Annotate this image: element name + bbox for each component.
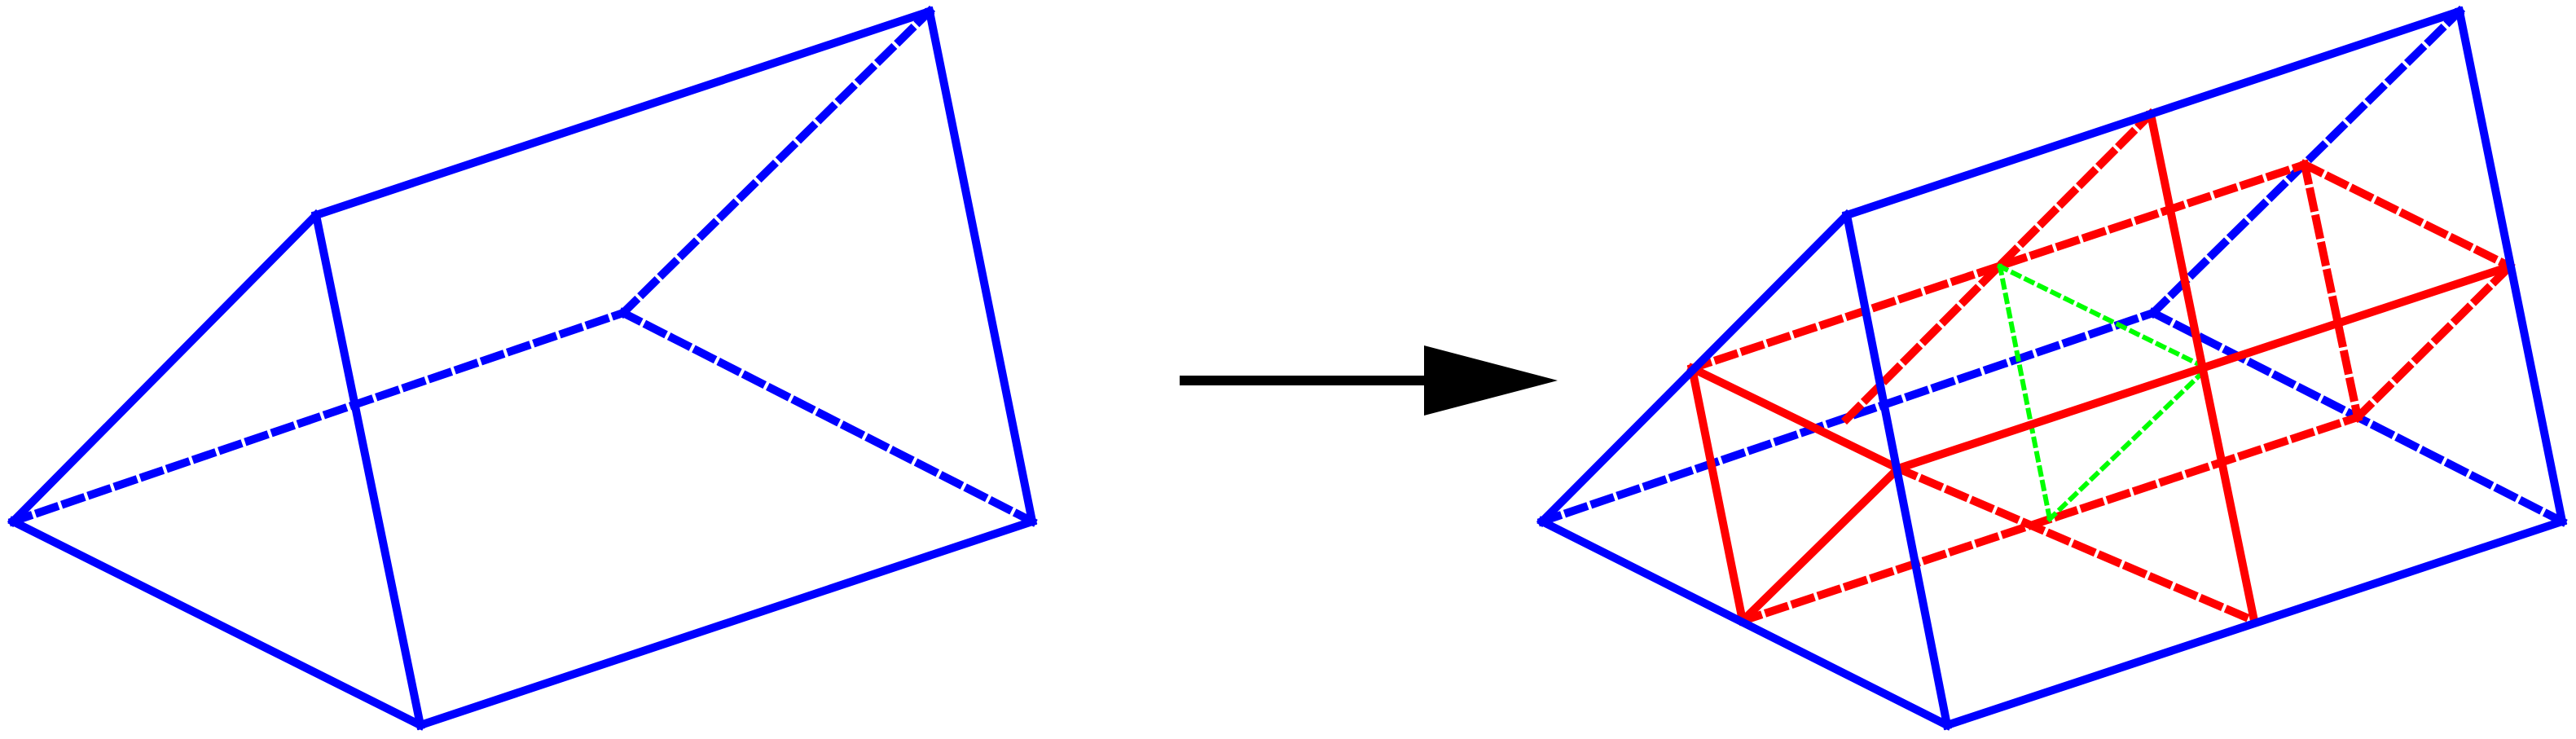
visible-edge [925,7,1037,526]
visible-edge [1841,6,2465,221]
visible-subdivision-edge [1736,462,1905,627]
hidden-edge [7,307,629,527]
visible-edge [1536,209,1853,528]
inner-edge [1996,262,2211,372]
visible-edge [7,516,426,731]
visible-edge [1941,516,2568,731]
visible-subdivision-edge [2146,109,2259,626]
visible-edge [7,209,323,528]
hidden-edge [618,307,1038,527]
visible-subdivision-edge [1686,363,1904,474]
hidden-subdivision-edge [2351,260,2517,424]
visible-edge [310,6,935,221]
refined-prism [1536,5,2568,731]
hidden-subdivision-edge [1892,463,2260,627]
inner-edge [2046,364,2211,523]
hidden-edge [617,5,936,319]
visible-edge [1842,210,1952,730]
inner-edge [1997,263,2053,522]
visible-edge [415,516,1038,731]
visible-edge [1536,516,1953,731]
hidden-subdivision-edge [2299,159,2516,272]
original-prism [7,5,1038,731]
visible-edge [2455,7,2567,526]
right-arrow-icon [1180,345,1558,416]
hidden-edge [2147,5,2466,319]
visible-subdivision-edge [1687,363,1747,626]
visible-edge [311,210,425,730]
hidden-subdivision-edge [2300,160,2363,422]
hidden-subdivision-edge [1840,108,2157,425]
